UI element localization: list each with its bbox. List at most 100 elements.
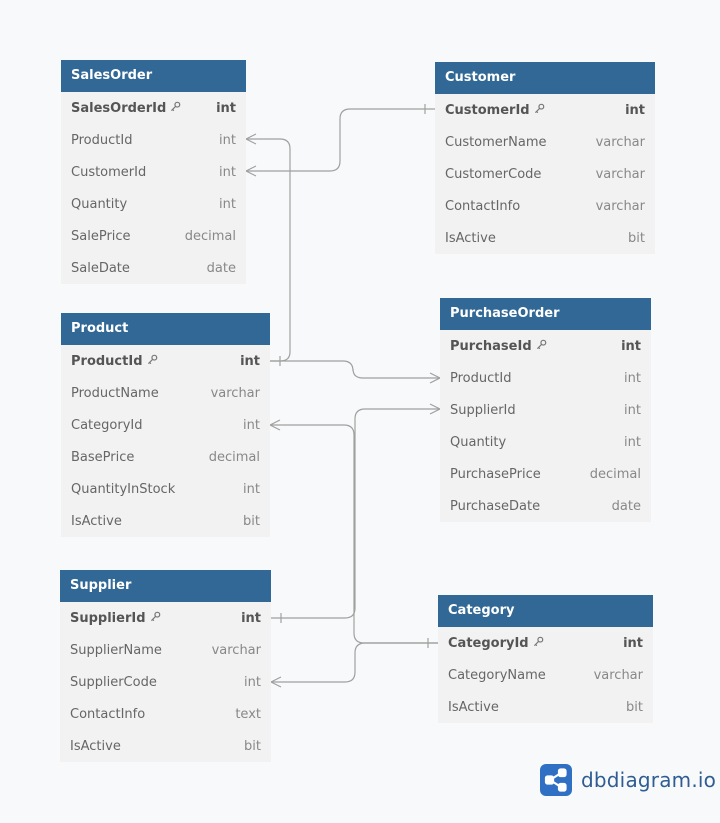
- field-row[interactable]: PurchaseId int: [440, 330, 651, 362]
- crowfoot-product-categoryid: [269, 419, 281, 431]
- field-type: int: [240, 353, 260, 369]
- field-type: int: [243, 417, 260, 433]
- field-row[interactable]: SalesOrderId int: [61, 92, 246, 124]
- share-nodes-icon: [540, 764, 572, 796]
- field-name: Quantity: [450, 434, 507, 450]
- crowfoot-salesorder-customerid: [245, 165, 257, 177]
- table-header[interactable]: Category: [438, 595, 653, 627]
- field-name: ProductName: [71, 385, 159, 401]
- field-row[interactable]: BasePrice decimal: [61, 441, 270, 473]
- field-type: int: [625, 102, 645, 118]
- link-purchaseorder-product: [270, 360, 440, 379]
- field-type: int: [243, 481, 260, 497]
- key-icon: [534, 103, 545, 118]
- crowfoot-supplier-suppliercode: [270, 676, 282, 688]
- field-type: varchar: [595, 166, 645, 182]
- crowfoot-purchaseorder-productid: [429, 372, 441, 384]
- field-row[interactable]: CategoryId int: [438, 627, 653, 659]
- field-name: ContactInfo: [445, 198, 521, 214]
- table-header[interactable]: SalesOrder: [61, 60, 246, 92]
- link-salesorder-customer: [246, 108, 435, 172]
- field-type: int: [623, 635, 643, 651]
- field-type: int: [241, 610, 261, 626]
- field-row[interactable]: Quantity int: [440, 426, 651, 458]
- field-row[interactable]: ProductId int: [61, 345, 270, 377]
- field-row[interactable]: SalePrice decimal: [61, 220, 246, 252]
- field-name: PurchaseDate: [450, 498, 541, 514]
- field-type: decimal: [589, 466, 641, 482]
- field-name: CustomerId: [445, 102, 530, 118]
- field-type: varchar: [593, 667, 643, 683]
- field-name: CategoryName: [448, 667, 546, 683]
- brand-logo[interactable]: dbdiagram.io: [540, 764, 716, 796]
- field-type: date: [206, 260, 236, 276]
- field-row[interactable]: PurchaseDate date: [440, 490, 651, 522]
- field-type: varchar: [211, 642, 261, 658]
- field-type: decimal: [184, 228, 236, 244]
- field-type: int: [624, 370, 641, 386]
- table-supplier[interactable]: Supplier SupplierId int SupplierName varc…: [60, 570, 271, 762]
- field-name: SaleDate: [71, 260, 130, 276]
- field-row[interactable]: CategoryId int: [61, 409, 270, 441]
- table-header[interactable]: Product: [61, 313, 270, 345]
- key-icon: [536, 339, 547, 354]
- brand-name: dbdiagram.io: [581, 768, 717, 792]
- field-type: text: [235, 706, 261, 722]
- field-type: int: [624, 402, 641, 418]
- field-row[interactable]: CustomerId int: [435, 94, 655, 126]
- link-supplier-category: [271, 642, 438, 683]
- crowfoot-salesorder-productid: [245, 133, 257, 145]
- field-name: QuantityInStock: [71, 481, 176, 497]
- table-header[interactable]: Customer: [435, 62, 655, 94]
- field-name: SalePrice: [71, 228, 131, 244]
- field-row[interactable]: IsActive bit: [60, 730, 271, 762]
- key-icon: [150, 611, 161, 626]
- field-name: BasePrice: [71, 449, 135, 465]
- field-name: SupplierCode: [70, 674, 157, 690]
- field-name: ProductId: [71, 353, 143, 369]
- field-row[interactable]: SupplierId int: [60, 602, 271, 634]
- field-name: CategoryId: [448, 635, 529, 651]
- field-name: IsActive: [445, 230, 496, 246]
- table-header[interactable]: Supplier: [60, 570, 271, 602]
- field-row[interactable]: SupplierName varchar: [60, 634, 271, 666]
- field-type: date: [611, 498, 641, 514]
- field-type: bit: [626, 699, 643, 715]
- field-row[interactable]: SaleDate date: [61, 252, 246, 284]
- field-type: bit: [244, 738, 261, 754]
- field-type: int: [216, 100, 236, 116]
- field-name: IsActive: [71, 513, 122, 529]
- table-category[interactable]: Category CategoryId int CategoryName varc…: [438, 595, 653, 723]
- field-name: CustomerName: [445, 134, 547, 150]
- field-type: int: [624, 434, 641, 450]
- field-name: SupplierName: [70, 642, 162, 658]
- field-row[interactable]: SupplierCode int: [60, 666, 271, 698]
- field-row[interactable]: QuantityInStock int: [61, 473, 270, 505]
- field-type: decimal: [208, 449, 260, 465]
- field-type: bit: [628, 230, 645, 246]
- field-name: CategoryId: [71, 417, 143, 433]
- field-type: int: [244, 674, 261, 690]
- field-row[interactable]: IsActive bit: [435, 222, 655, 254]
- field-name: IsActive: [70, 738, 121, 754]
- table-header[interactable]: PurchaseOrder: [440, 298, 651, 330]
- field-type: int: [219, 196, 236, 212]
- field-row[interactable]: CategoryName varchar: [438, 659, 653, 691]
